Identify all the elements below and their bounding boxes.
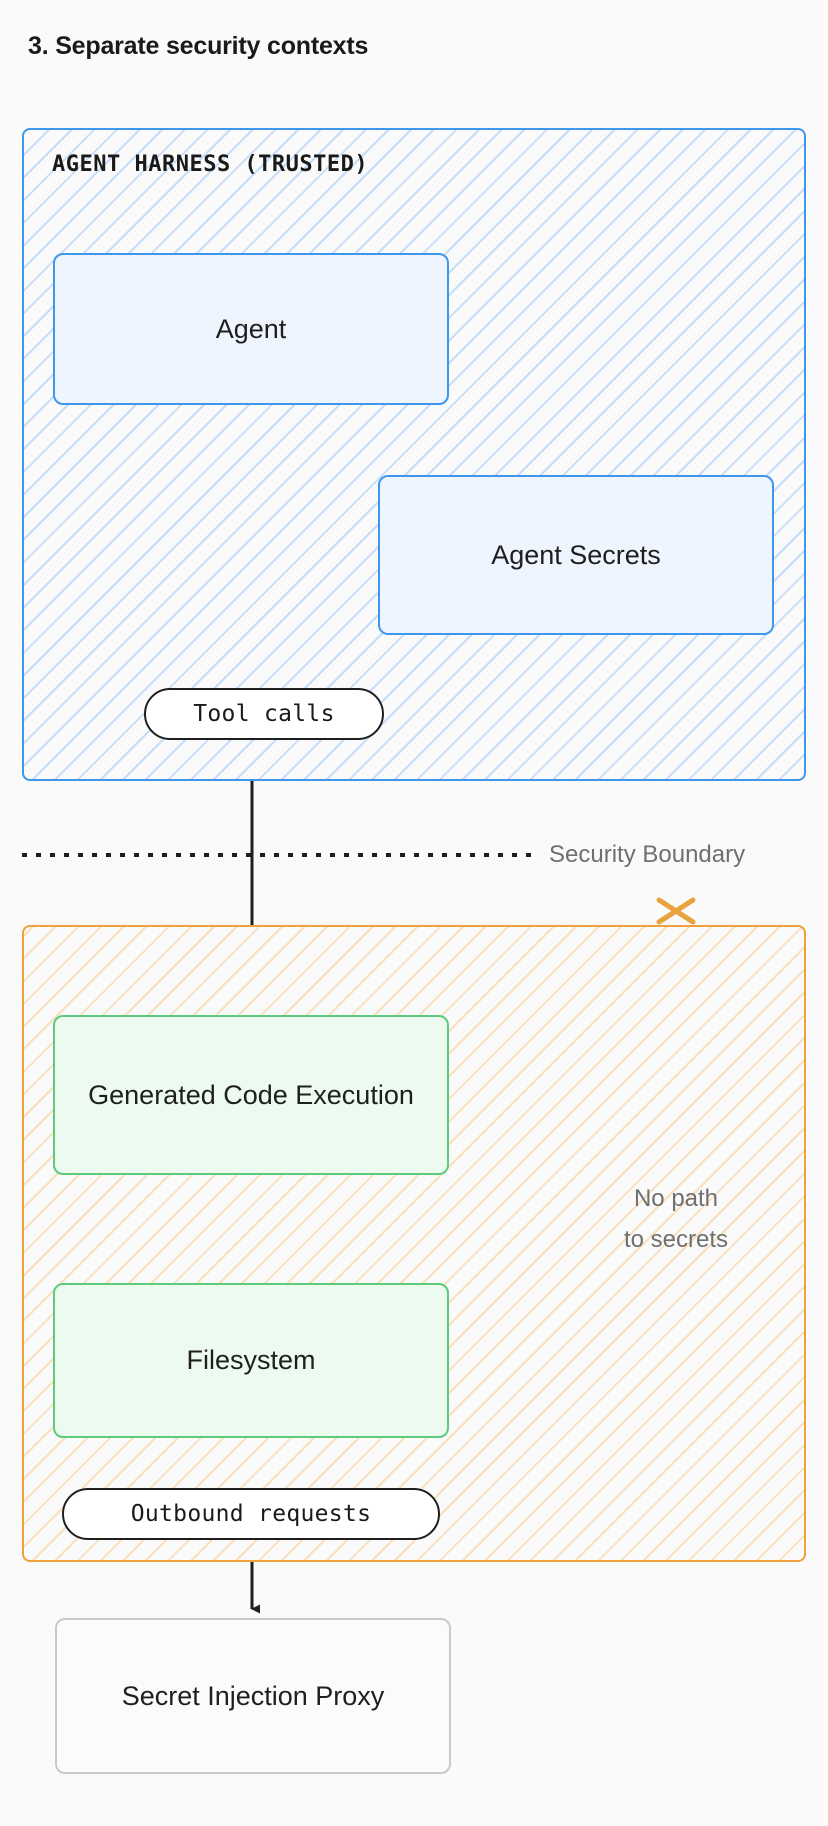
node-filesystem[interactable]: Filesystem [53, 1283, 449, 1438]
cross-mark-icon [656, 897, 696, 925]
node-secret-injection-proxy-label: Secret Injection Proxy [121, 1680, 385, 1711]
annotation-no-path-line1: No path [633, 1185, 719, 1212]
zone-label-trusted: AGENT HARNESS (TRUSTED) [52, 152, 369, 177]
page-title: 3. Separate security contexts [28, 32, 369, 60]
node-agent-secrets-label: Agent Secrets [491, 539, 661, 570]
annotation-no-path-to-secrets: No path to secrets [576, 1178, 776, 1261]
node-agent[interactable]: Agent [53, 253, 449, 405]
node-secret-injection-proxy[interactable]: Secret Injection Proxy [55, 1618, 451, 1774]
node-agent-secrets[interactable]: Agent Secrets [378, 475, 774, 635]
node-filesystem-label: Filesystem [186, 1345, 316, 1376]
node-generated-code-execution[interactable]: Generated Code Execution [53, 1015, 449, 1175]
edge-label-tool-calls-text: Tool calls [193, 701, 335, 727]
zone-agent-harness-trusted: AGENT HARNESS (TRUSTED) [22, 128, 806, 781]
edge-label-outbound-requests-text: Outbound requests [130, 1501, 372, 1527]
annotation-no-path-line2: to secrets [623, 1226, 729, 1254]
edge-label-outbound-requests: Outbound requests [62, 1488, 440, 1540]
node-agent-label: Agent [215, 313, 287, 344]
node-generated-code-execution-label: Generated Code Execution [88, 1079, 414, 1110]
security-boundary-label: Security Boundary [549, 841, 746, 868]
edge-label-tool-calls: Tool calls [144, 688, 384, 740]
